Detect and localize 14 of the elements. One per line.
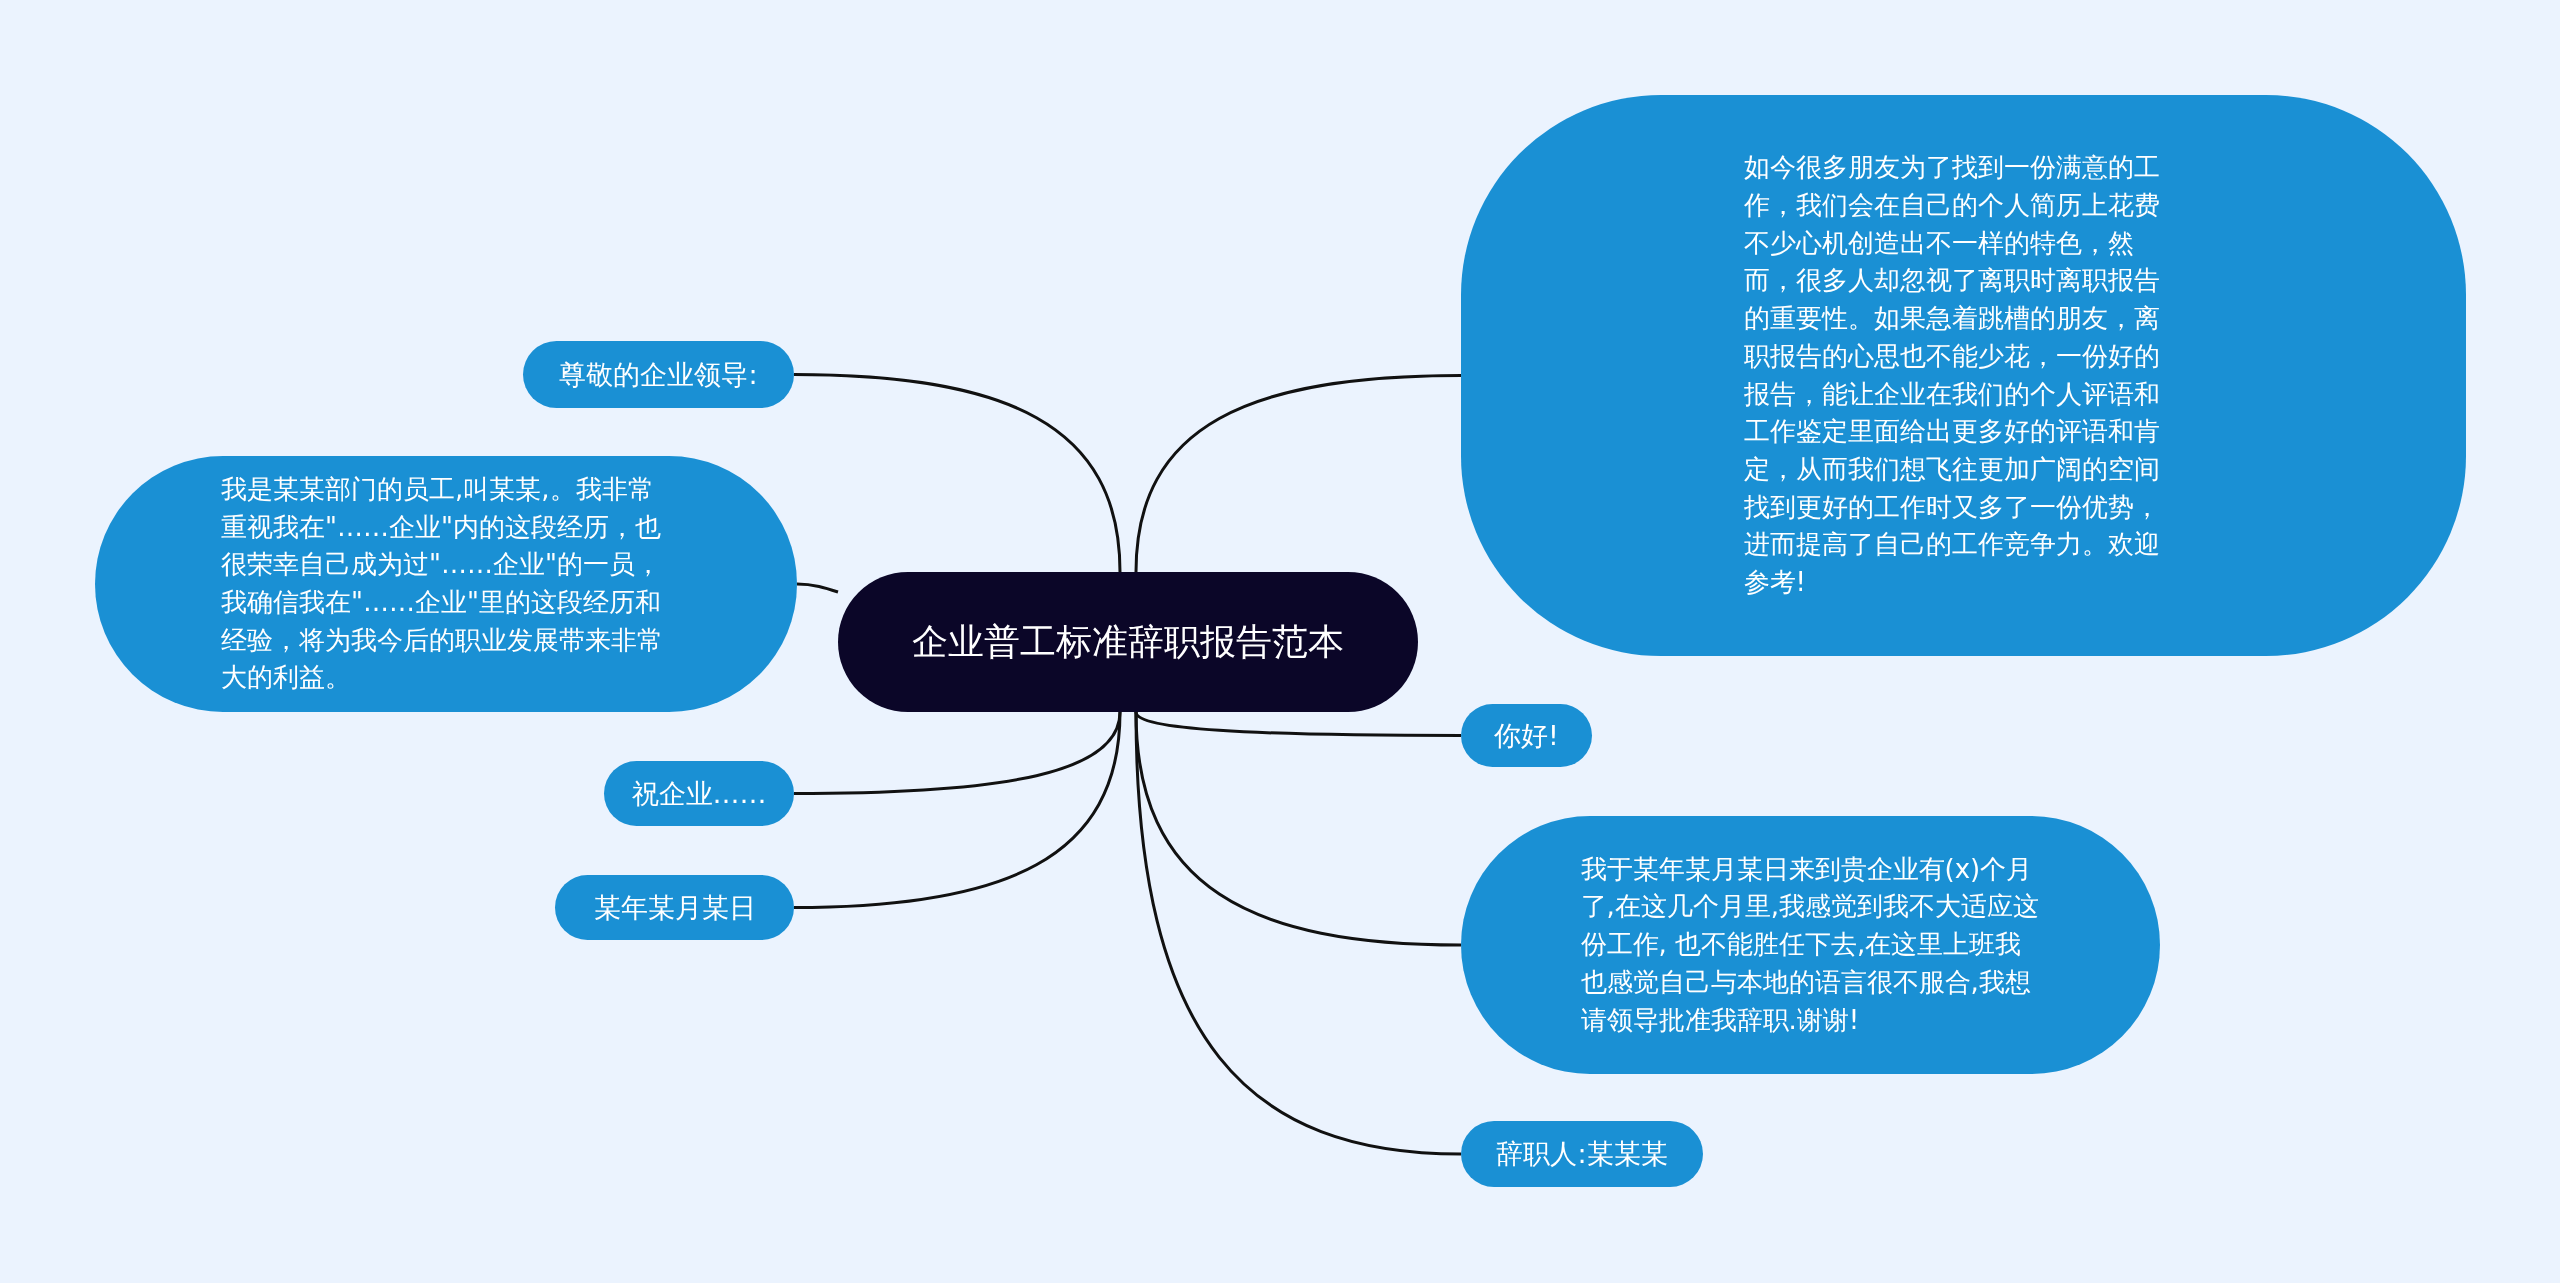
connector [796,582,839,594]
central-topic: 企业普工标准辞职报告范本 [838,572,1418,712]
connector [793,373,1122,573]
topic-bubble: 如今很多朋友为了找到一份满意的工作，我们会在自己的个人简历上花费不少心机创造出不一样的特色，然而，很多人却忽视了离职时离职报告的重要性。如果急着跳槽的朋友，离职报告的心思也不能少花，一份好的报告，能让企业在我们的个人评语和工作鉴定里面给出更多好的评语和肯定，从而我们想飞往更加广阔的空间找到更好的工作时又多了一份优势，进而提高了自己的工作竞争力。欢迎参考! [1461,95,2466,656]
topic-bubble: 我是某某部门的员工,叫某某,。我非常重视我在"……企业"内的这段经历，也很荣幸自己成为过"……企业"的一员，我确信我在"……企业"里的这段经历和经验，将为我今后的职业发展带来非常大的利益。 [95,456,797,712]
topic-bubble: 辞职人:某某某 [1461,1121,1703,1187]
connector [1134,711,1462,1156]
topic-bubble: 某年某月某日 [555,875,794,940]
topic-bubble: 尊敬的企业领导: [523,341,794,408]
topic-bubble: 我于某年某月某日来到贵企业有(x)个月了,在这几个月里,我感觉到我不大适应这份工作, 也不能胜任下去,在这里上班我也感觉自己与本地的语言很不服合,我想请领导批准我辞职.谢谢! [1461,816,2160,1074]
topic-bubble: 你好! [1461,704,1592,767]
connector [793,711,1122,909]
connector [1134,374,1462,573]
topic-bubble: 祝企业…… [604,761,794,826]
